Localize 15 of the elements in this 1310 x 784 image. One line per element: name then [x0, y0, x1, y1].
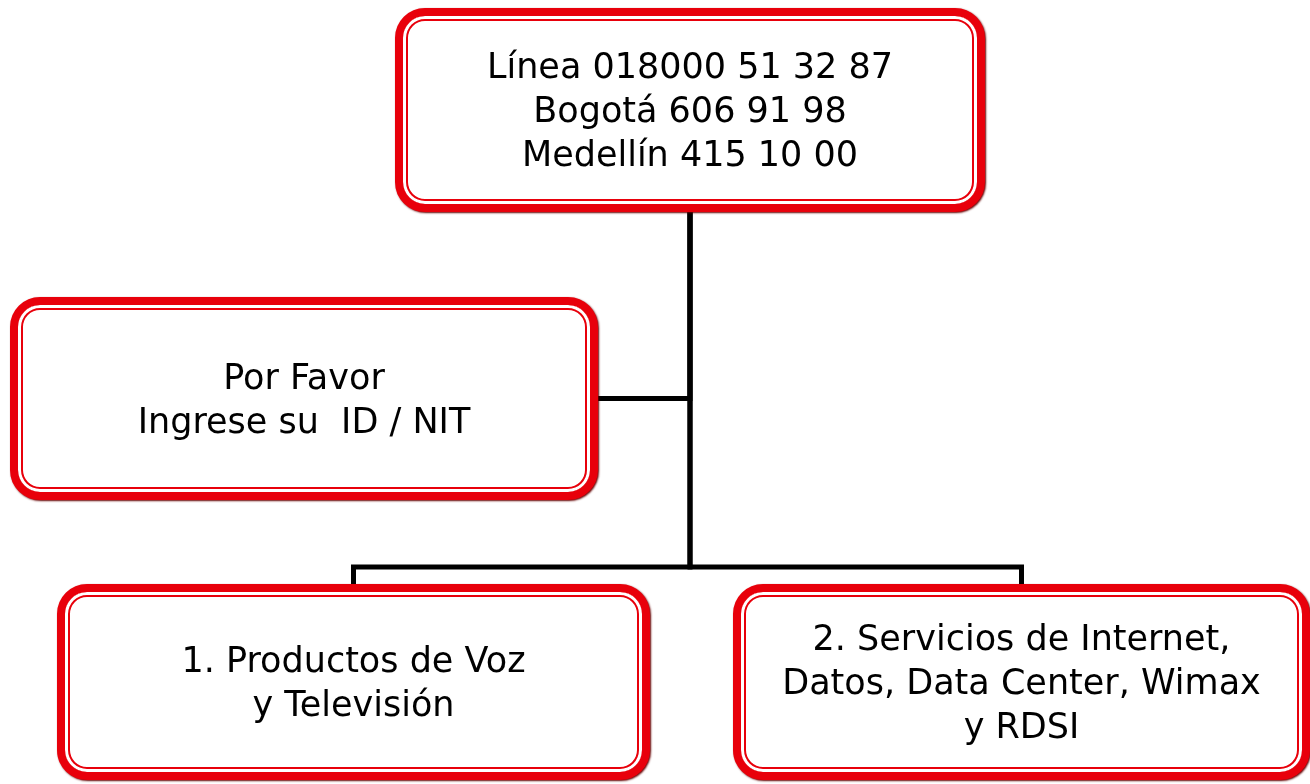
rounded-box	[57, 584, 650, 780]
box-text: Por Favor	[223, 355, 385, 399]
connector-line	[687, 212, 1024, 584]
box-text: Bogotá 606 91 98	[533, 89, 847, 132]
box-text: 1. Productos de Voz	[181, 639, 526, 682]
box-text: y RDSI	[963, 705, 1080, 748]
rounded-box	[395, 8, 985, 212]
box-text: Ingrese su ID / NIT	[137, 399, 471, 443]
box-text: Datos, Data Center, Wimax	[782, 661, 1261, 704]
rounded-box	[10, 297, 598, 500]
box-text: Línea 018000 51 32 87	[486, 45, 894, 88]
box-text: Medellín 415 10 00	[521, 133, 859, 176]
rounded-box	[733, 584, 1310, 780]
box-text: y Televisión	[252, 683, 455, 726]
box-text: 2. Servicios de Internet,	[812, 617, 1231, 660]
